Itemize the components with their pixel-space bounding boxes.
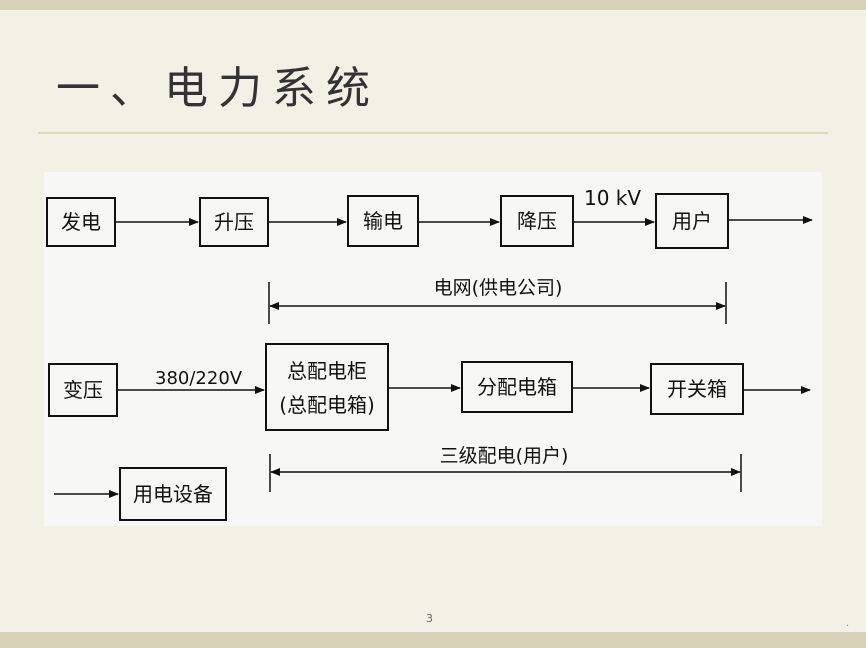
box-transmission-label: 输电 (363, 209, 403, 233)
box-user-label: 用户 (672, 209, 712, 233)
box-user: 用户 (655, 193, 729, 249)
box-sub-distribution-label: 分配电箱 (477, 375, 557, 399)
box-main-distribution-line1: 总配电柜 (287, 359, 367, 383)
box-main-distribution-line2: (总配电箱) (279, 393, 375, 417)
slide-title: 一、电力系统 (56, 63, 380, 114)
box-main-distribution: 总配电柜 (总配电箱) (265, 343, 389, 431)
box-transformer: 变压 (48, 363, 118, 417)
box-step-up-label: 升压 (214, 210, 254, 234)
box-electrical-equipment-label: 用电设备 (133, 482, 213, 506)
box-generation: 发电 (46, 197, 116, 247)
box-sub-distribution: 分配电箱 (461, 361, 573, 413)
voltage-380-220-label: 380/220V (155, 368, 243, 389)
box-transformer-label: 变压 (63, 378, 103, 402)
power-system-diagram: 发电 升压 输电 降压 10 kV 用户 电网(供电公司) (44, 172, 822, 526)
grid-span-label: 电网(供电公司) (434, 277, 563, 299)
box-generation-label: 发电 (61, 210, 101, 234)
box-switch: 开关箱 (650, 363, 744, 415)
three-level-distribution-label: 三级配电(用户) (440, 445, 569, 467)
box-step-up: 升压 (199, 197, 269, 247)
voltage-10kv-label: 10 kV (584, 186, 641, 210)
page-number: 3 (426, 612, 433, 625)
diagram-canvas: 发电 升压 输电 降压 10 kV 用户 电网(供电公司) (46, 186, 813, 521)
box-transmission: 输电 (347, 195, 419, 247)
top-band (0, 0, 866, 10)
box-step-down-label: 降压 (517, 209, 557, 233)
box-electrical-equipment: 用电设备 (119, 467, 227, 521)
box-step-down: 降压 (500, 195, 574, 247)
title-divider (38, 132, 828, 134)
box-switch-label: 开关箱 (667, 377, 727, 401)
bottom-band (0, 632, 866, 648)
corner-mark: . (846, 618, 850, 629)
